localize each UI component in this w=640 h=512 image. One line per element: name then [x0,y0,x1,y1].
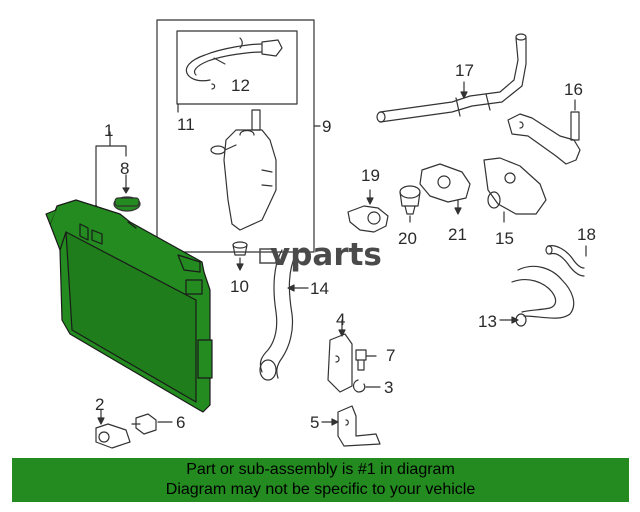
callout-13: 13 [478,312,497,331]
callout-7: 7 [386,346,395,365]
watermark: vparts [259,237,382,273]
watermark-text: vparts [270,237,382,273]
part-12-overflow-hose[interactable] [185,37,283,90]
reservoir-group-box [156,19,315,253]
callout-8: 8 [120,159,129,178]
callout-20: 20 [398,229,417,248]
callout-6: 6 [176,413,185,432]
callout-4: 4 [336,310,345,329]
callout-5: 5 [310,413,319,432]
callout-11: 11 [177,115,195,134]
part-4-bracket[interactable] [327,319,353,393]
part-9-reservoir-tank[interactable] [210,109,277,231]
part-5-bracket[interactable] [321,405,381,447]
callout-labels: 1 2 3 4 5 6 7 8 9 10 11 12 13 14 15 16 1… [95,61,596,432]
part-7-bolt[interactable] [355,349,377,371]
callout-2: 2 [95,395,104,414]
callout-10: 10 [230,277,249,296]
callout-12: 12 [231,76,250,95]
part-10-drain-plug[interactable] [232,241,248,271]
part-2-mount[interactable] [95,409,131,449]
callout-9: 9 [322,117,331,136]
info-line-2: Diagram may not be specific to your vehi… [165,481,476,498]
callout-1: 1 [104,121,113,140]
part-19-thermostat-cover[interactable] [347,189,389,233]
part-21-thermostat-housing[interactable] [419,163,471,215]
info-line-1: Part or sub-assembly is #1 in diagram [186,461,455,478]
callout-18: 18 [577,225,596,244]
part-20-thermostat[interactable] [399,185,421,223]
part-1-radiator-assembly[interactable] [45,199,213,413]
part-8-radiator-cap[interactable] [113,196,141,212]
part-6-bushing[interactable] [131,413,173,435]
part-18-hose[interactable] [545,245,587,277]
callout-21: 21 [448,225,467,244]
part-17-water-pipe[interactable] [376,33,527,123]
callout-17: 17 [455,61,474,80]
callout-16: 16 [564,80,583,99]
hose-group-box [176,30,298,105]
part-15-water-outlet[interactable] [483,157,547,223]
part-16-bypass-pipe[interactable] [507,99,581,165]
part-3-clip[interactable] [352,379,381,393]
callout-14: 14 [310,279,329,298]
info-banner: Part or sub-assembly is #1 in diagram Di… [12,458,629,502]
callout-3: 3 [384,378,393,397]
part-14-lower-hose[interactable] [259,249,309,381]
part-13-upper-hose[interactable] [499,265,575,327]
callout-19: 19 [361,166,380,185]
callout-15: 15 [495,229,514,248]
